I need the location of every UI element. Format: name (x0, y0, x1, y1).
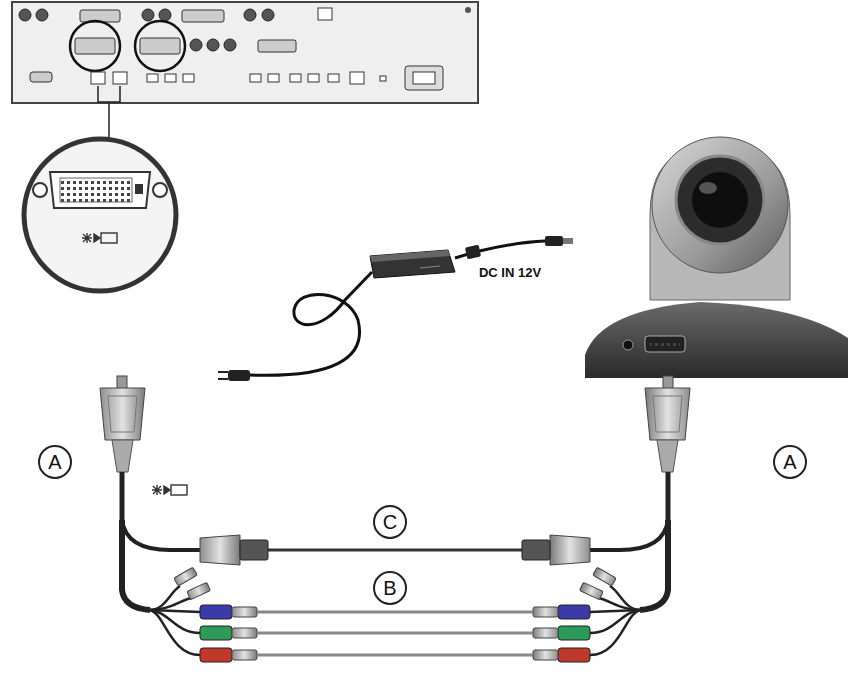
camera-input-symbol (152, 485, 187, 495)
ptz-camera (585, 137, 848, 378)
callout-letter: A (38, 445, 72, 479)
callout-letter: A (773, 445, 807, 479)
leader-bracket (98, 86, 120, 139)
camera-input-symbol (82, 233, 117, 243)
callout-letter: C (373, 505, 407, 539)
cable-assembly (100, 376, 395, 662)
dvi-zoom (24, 139, 176, 291)
cable-assembly-mirror (395, 376, 690, 662)
codec-rear-panel (12, 2, 478, 103)
voltage-label: DC IN 12V (479, 265, 541, 280)
callout-letter: B (373, 571, 407, 605)
power-adapter (218, 236, 573, 381)
